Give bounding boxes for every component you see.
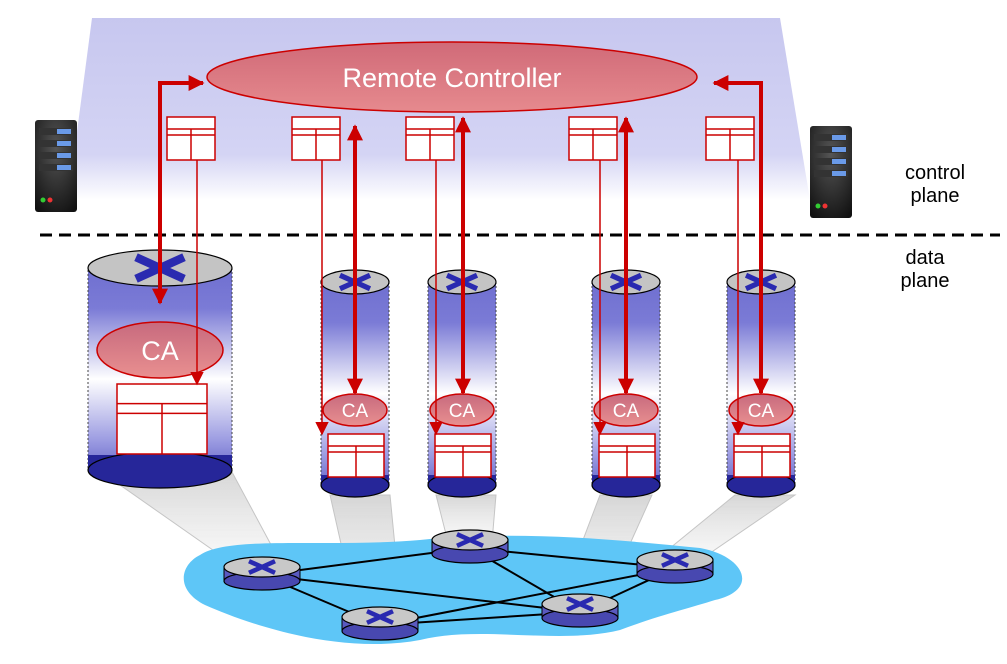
- flow-table-icon: [568, 116, 618, 161]
- remote-controller: [206, 41, 698, 113]
- router-icon: [431, 529, 509, 564]
- flow-table-icon: [116, 383, 208, 455]
- flow-table-icon: [434, 433, 492, 478]
- data-plane-label: data plane: [900, 247, 950, 292]
- control-plane-label: control plane: [904, 162, 966, 207]
- control-channel-arrow: [712, 75, 769, 395]
- remote-controller-label: Remote Controller: [342, 63, 561, 93]
- flow-table-icon: [598, 433, 656, 478]
- network-link: [261, 574, 581, 613]
- router-icon: [223, 556, 301, 591]
- flow-table-icon: [733, 433, 791, 478]
- router-cross-icon: [661, 552, 689, 568]
- flow-table-icon: [166, 116, 216, 161]
- control-agent-label: CA: [613, 401, 640, 422]
- flow-table-icon: [327, 433, 385, 478]
- control-channel-arrow: [152, 75, 205, 305]
- network-link: [379, 567, 676, 626]
- router-cross-icon: [456, 532, 484, 548]
- router-cross-icon: [366, 609, 394, 625]
- router-icon: [541, 593, 619, 628]
- flow-table-icon: [291, 116, 341, 161]
- flow-table-icon: [705, 116, 755, 161]
- control-agent-label: CA: [449, 401, 476, 422]
- router-icon: [636, 549, 714, 584]
- control-agent-label: CA: [748, 401, 775, 422]
- control-agent: [96, 321, 224, 379]
- control-agent-label: CA: [141, 336, 179, 366]
- server-icon: [810, 126, 852, 218]
- server-icon: [35, 120, 77, 212]
- router-cross-icon: [566, 596, 594, 612]
- flow-table-icon: [405, 116, 455, 161]
- control-agent-label: CA: [342, 401, 369, 422]
- router-cross-icon: [248, 559, 276, 575]
- router-icon: [341, 606, 419, 641]
